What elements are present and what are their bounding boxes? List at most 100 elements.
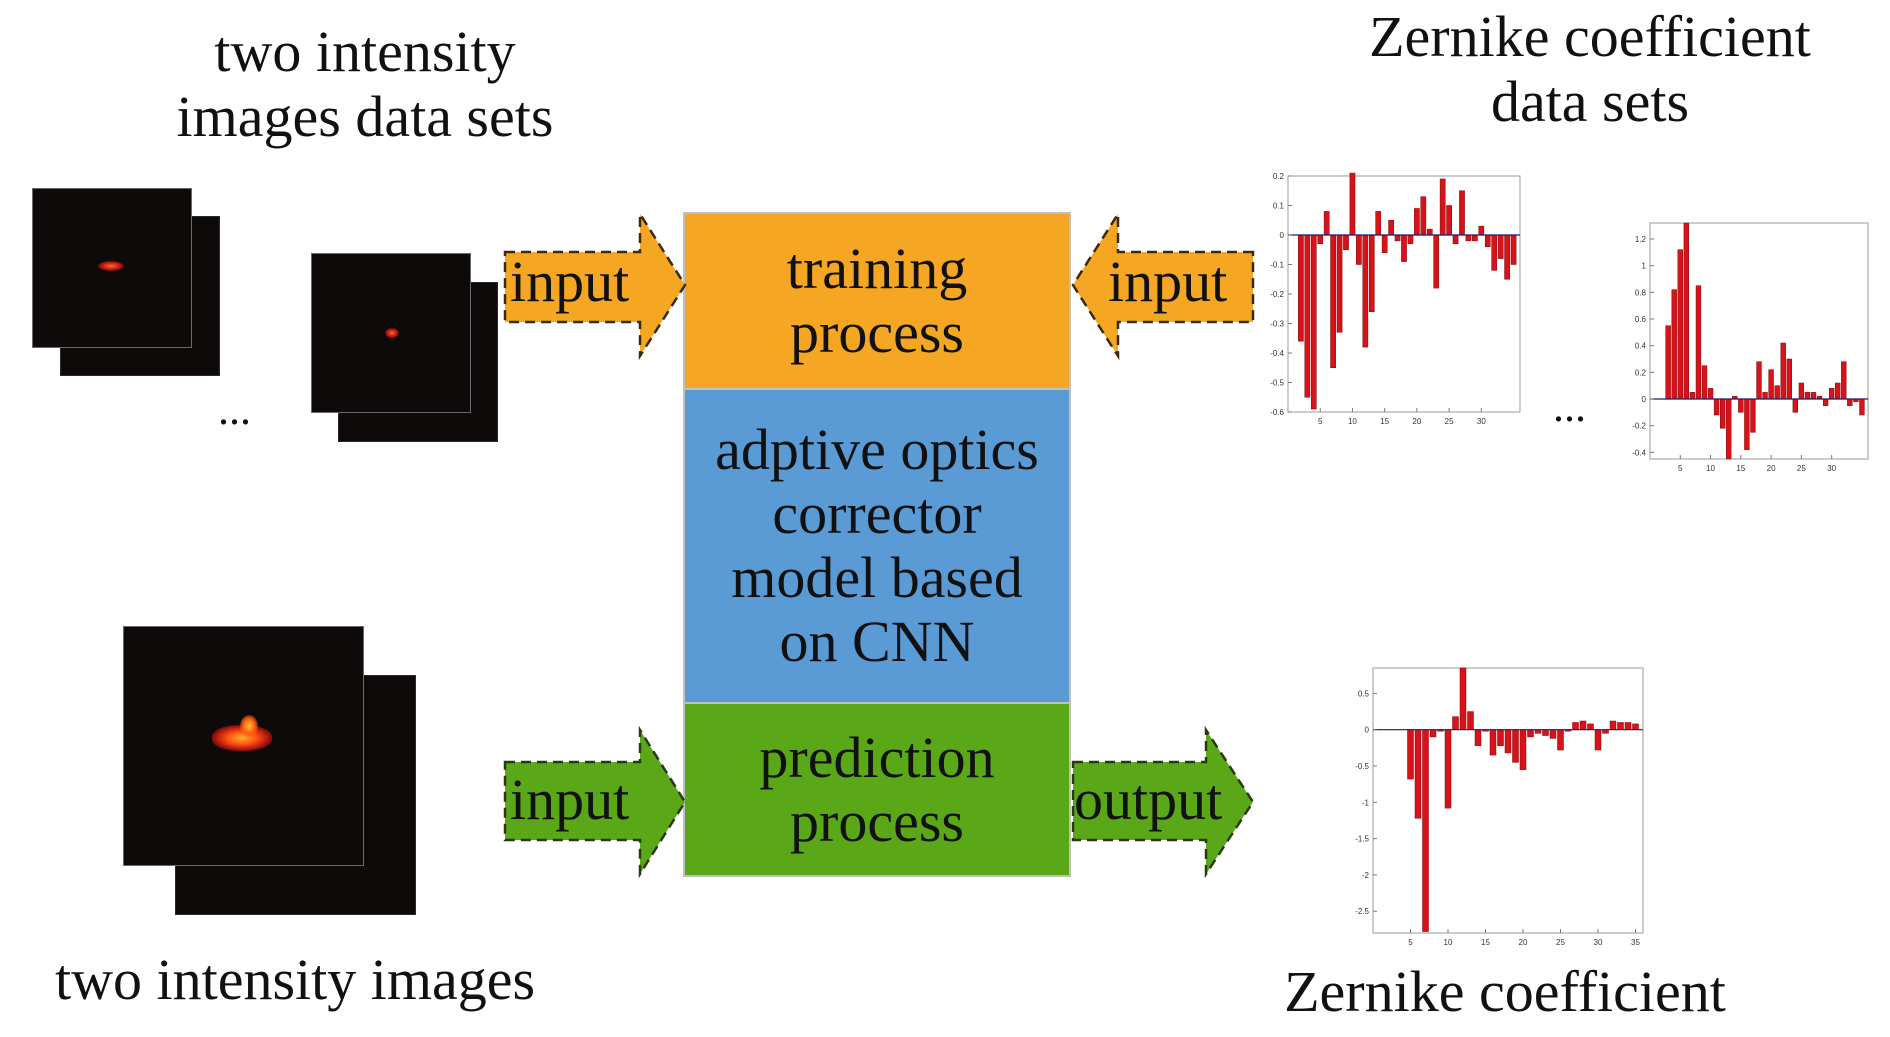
bar xyxy=(1512,729,1519,763)
training-process-block: training process xyxy=(683,212,1071,390)
bar xyxy=(1665,325,1671,400)
x-tick-label: 25 xyxy=(1556,938,1565,947)
bar xyxy=(1774,385,1780,400)
y-tick-label: -0.4 xyxy=(1632,448,1646,457)
intensity-image-front xyxy=(123,626,364,866)
bar xyxy=(1847,398,1853,406)
bar xyxy=(1624,722,1632,730)
bar xyxy=(1497,234,1504,259)
bar xyxy=(1474,729,1482,746)
bar xyxy=(1414,729,1422,819)
bar xyxy=(1459,667,1467,730)
y-tick-label: -0.3 xyxy=(1270,320,1284,329)
bar xyxy=(1689,392,1696,400)
caption-predicted-coefficient: Zernike coefficient xyxy=(1284,959,1726,1024)
bar xyxy=(1822,398,1829,406)
y-tick-label: 0 xyxy=(1365,726,1370,735)
bar xyxy=(1744,398,1750,450)
y-tick-label: 0.5 xyxy=(1358,689,1370,698)
y-tick-label: -0.1 xyxy=(1270,261,1284,270)
arrow-label-training-input: input xyxy=(510,249,630,314)
y-tick-label: 0.8 xyxy=(1635,288,1647,297)
x-tick-label: 30 xyxy=(1827,464,1836,473)
bar xyxy=(1810,392,1817,400)
bar xyxy=(1459,190,1465,236)
bar xyxy=(1768,369,1774,400)
bar xyxy=(1310,234,1317,410)
arrow-label-prediction-input: input xyxy=(510,767,630,832)
arrow-right-training xyxy=(503,209,687,361)
x-tick-label: 5 xyxy=(1318,417,1323,426)
x-tick-label: 15 xyxy=(1481,938,1490,947)
y-tick-label: 0.1 xyxy=(1273,202,1285,211)
y-tick-label: -1 xyxy=(1362,798,1370,807)
x-tick-label: 15 xyxy=(1736,464,1745,473)
bar xyxy=(1835,382,1841,400)
bar xyxy=(1343,234,1349,250)
bar xyxy=(1786,358,1792,400)
bar xyxy=(1465,234,1472,242)
bar xyxy=(1828,388,1835,400)
ellipsis-charts: ... xyxy=(1553,382,1586,431)
bar xyxy=(1792,398,1799,413)
cnn-model-block: adptive optics corrector model based on … xyxy=(683,390,1071,702)
bar xyxy=(1719,398,1726,429)
x-tick-label: 25 xyxy=(1797,464,1806,473)
bar xyxy=(1414,208,1420,236)
y-tick-label: 1 xyxy=(1642,262,1647,271)
prediction-process-label: prediction process xyxy=(759,724,995,854)
bar xyxy=(1510,234,1517,265)
bar xyxy=(1489,729,1497,756)
bar xyxy=(1426,228,1433,236)
y-tick-label: 0.4 xyxy=(1635,342,1647,351)
cnn-model-label: adptive optics corrector model based on … xyxy=(715,417,1039,674)
y-tick-label: 0 xyxy=(1280,231,1285,240)
x-tick-label: 10 xyxy=(1348,417,1357,426)
bar xyxy=(1726,398,1732,460)
bar xyxy=(1368,234,1375,312)
bar xyxy=(1444,729,1452,809)
bar xyxy=(1671,289,1677,400)
bar xyxy=(1780,342,1786,400)
x-tick-label: 35 xyxy=(1631,938,1640,947)
bar xyxy=(1433,234,1440,289)
bar xyxy=(1798,382,1805,400)
bar xyxy=(1617,722,1624,730)
y-tick-label: -0.4 xyxy=(1270,349,1284,358)
bar xyxy=(1472,234,1478,242)
bar xyxy=(1394,234,1401,242)
bar xyxy=(1375,211,1382,236)
arrow-right-prediction xyxy=(503,725,687,879)
bar xyxy=(1594,729,1602,751)
x-tick-label: 5 xyxy=(1678,464,1683,473)
bar xyxy=(1422,729,1429,932)
caption-training-coefficients: Zernike coefficient data sets xyxy=(1369,4,1811,134)
y-tick-label: 0.2 xyxy=(1273,172,1285,181)
chart-frame xyxy=(1372,667,1644,934)
bar xyxy=(1713,398,1720,416)
y-tick-label: -0.5 xyxy=(1270,379,1284,388)
x-tick-label: 20 xyxy=(1767,464,1776,473)
intensity-spot xyxy=(240,715,258,737)
arrow-left-training xyxy=(1071,209,1255,361)
bar xyxy=(1542,729,1549,736)
bar xyxy=(1677,249,1683,400)
bar xyxy=(1446,205,1452,236)
y-tick-label: -0.5 xyxy=(1355,762,1369,771)
arrow-right-output xyxy=(1071,725,1255,879)
bar xyxy=(1707,388,1714,400)
prediction-process-block: prediction process xyxy=(683,702,1071,877)
bar xyxy=(1579,720,1587,730)
bar xyxy=(1362,234,1369,348)
bar xyxy=(1323,211,1330,236)
bar xyxy=(1519,729,1527,770)
bar xyxy=(1330,234,1336,368)
bar xyxy=(1587,723,1594,730)
bar xyxy=(1683,222,1690,400)
x-tick-label: 10 xyxy=(1706,464,1715,473)
bar xyxy=(1695,285,1702,400)
